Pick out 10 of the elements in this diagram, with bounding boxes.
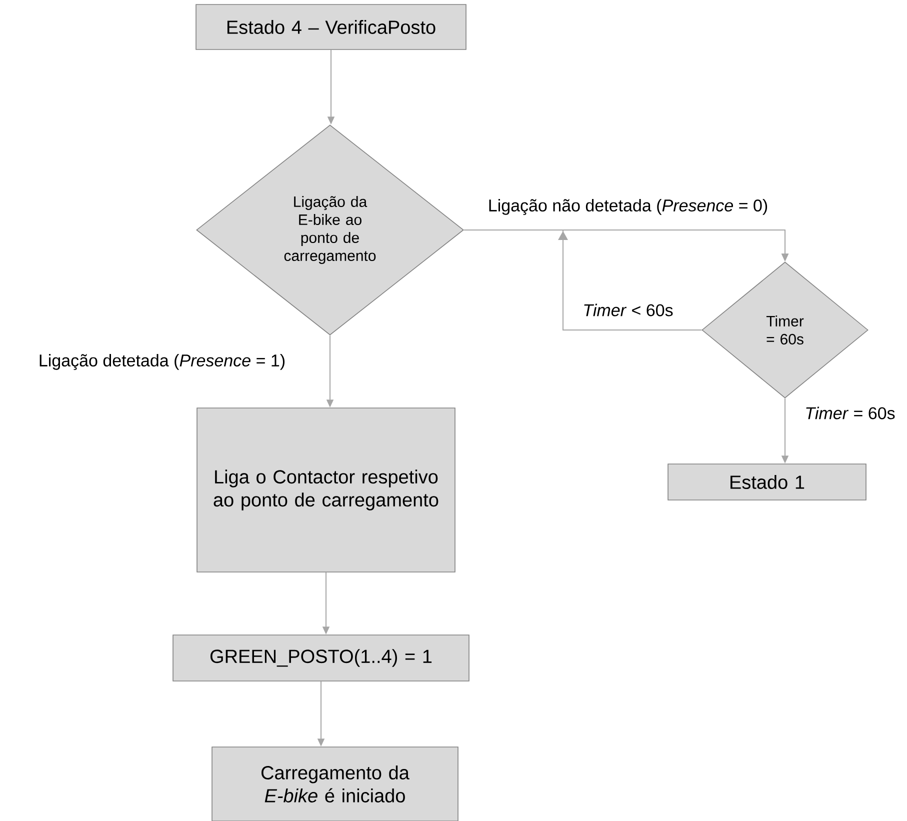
- edge-label: Timer < 60s: [582, 302, 674, 318]
- process-box: Estado 4 – VerificaPosto: [196, 4, 466, 50]
- edge-label: Timer = 60s: [804, 406, 896, 420]
- edge-label: Ligação detetada (Presence = 1): [37, 353, 287, 371]
- process-box: GREEN_POSTO(1..4) = 1: [172, 634, 470, 682]
- edge-label: Ligação não detetada (Presence = 0): [486, 198, 770, 216]
- process-box: Carregamento da E-bike é iniciado: [212, 746, 458, 821]
- process-box: Liga o Contactor respetivo ao ponto de carregamento: [196, 408, 456, 572]
- arrow: [558, 230, 789, 330]
- process-box: Estado 1: [668, 464, 866, 500]
